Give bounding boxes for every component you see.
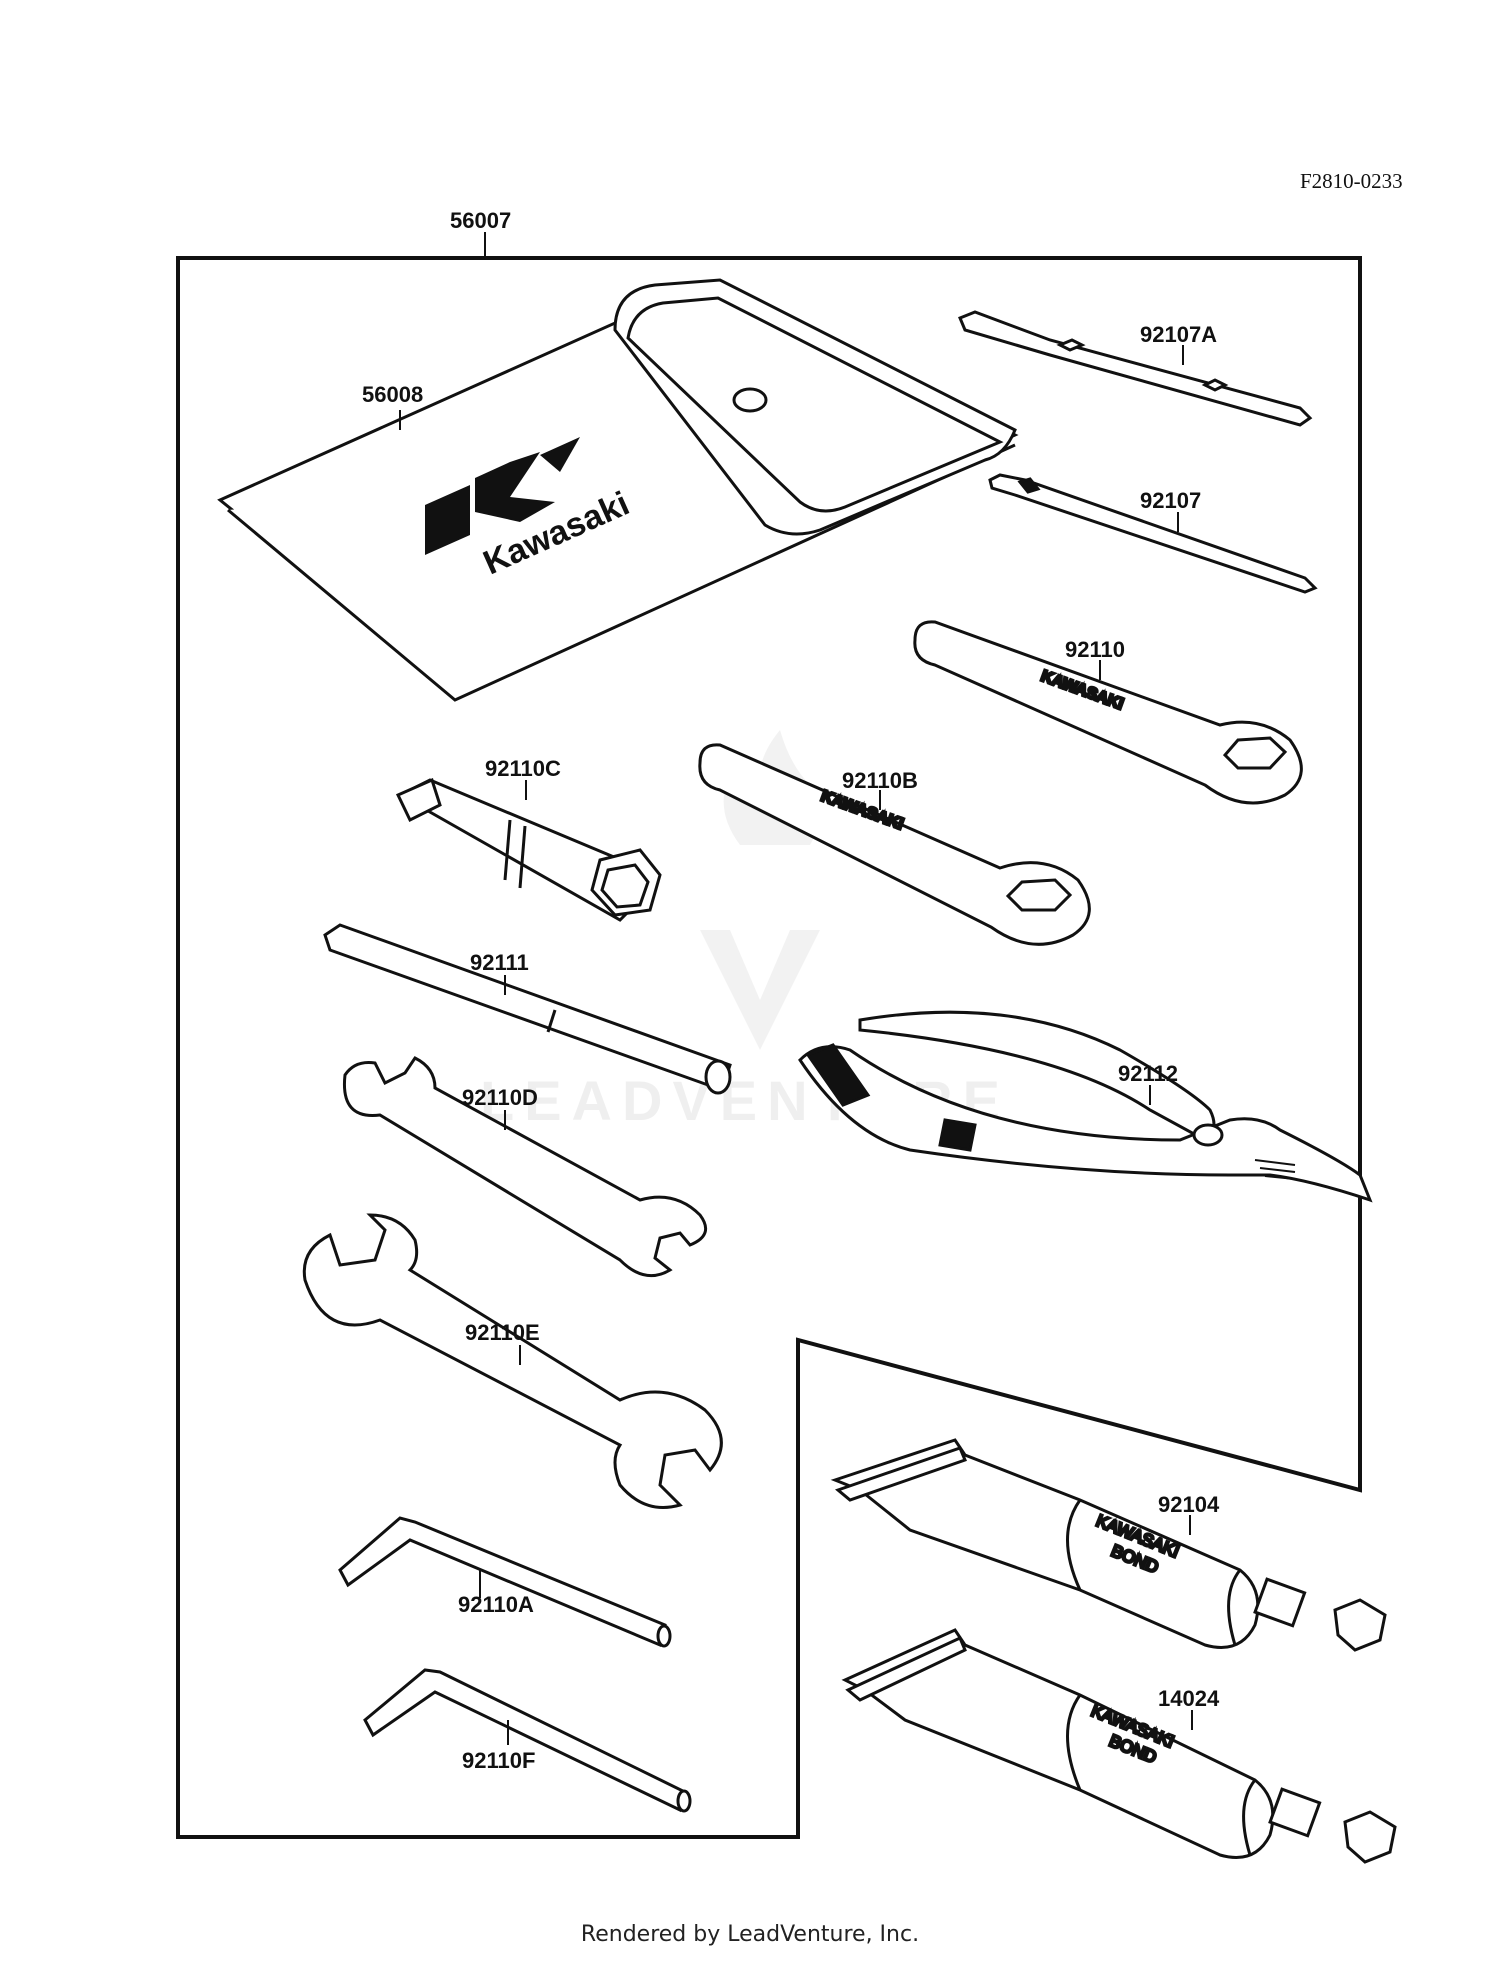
reference-code: F2810-0233 bbox=[1300, 169, 1403, 193]
label-handle-bar: 92111 bbox=[470, 950, 529, 975]
label-pliers: 92112 bbox=[1118, 1061, 1178, 1086]
label-box-wrench-b: 92110B bbox=[842, 768, 918, 793]
label-tool-kit: 56007 bbox=[450, 208, 511, 233]
hex-key-a bbox=[338, 1516, 672, 1648]
label-tool-bag: 56008 bbox=[362, 382, 423, 407]
label-plug-wrench: 92110C bbox=[485, 756, 561, 781]
handle-bar bbox=[323, 923, 732, 1095]
bond-tube-1: KAWASAKI BOND bbox=[830, 1438, 1387, 1652]
screwdriver-a bbox=[958, 310, 1313, 427]
pliers bbox=[798, 1010, 1373, 1203]
label-screwdriver-a: 92107A bbox=[1140, 322, 1217, 347]
tool-kit-frame bbox=[176, 256, 1362, 1839]
label-screwdriver: 92107 bbox=[1140, 488, 1201, 513]
tool-bag bbox=[217, 278, 1019, 702]
label-bond-tube-2: 14024 bbox=[1158, 1686, 1220, 1711]
label-bond-tube-1: 92104 bbox=[1158, 1492, 1220, 1517]
plug-wrench bbox=[395, 777, 662, 922]
open-wrench-e bbox=[302, 1213, 723, 1509]
screwdriver bbox=[988, 473, 1318, 594]
label-open-wrench-d: 92110D bbox=[462, 1085, 538, 1110]
label-box-wrench: 92110 bbox=[1065, 637, 1125, 662]
footer-credit: Rendered by LeadVenture, Inc. bbox=[580, 1922, 920, 1947]
label-open-wrench-e: 92110E bbox=[465, 1320, 540, 1345]
hex-key-f bbox=[363, 1668, 692, 1813]
label-hex-key-a: 92110A bbox=[458, 1592, 534, 1617]
label-hex-key-f: 92110F bbox=[462, 1748, 535, 1773]
open-wrench-d bbox=[342, 1056, 708, 1278]
bond-tube-2: KAWASAKI BOND bbox=[841, 1628, 1397, 1864]
